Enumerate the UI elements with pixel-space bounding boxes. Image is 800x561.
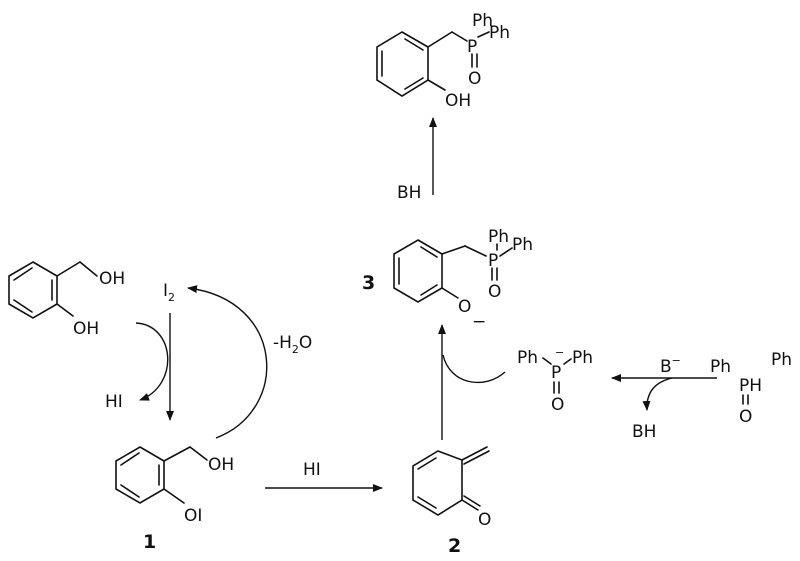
phosphorus-label: P bbox=[551, 363, 561, 383]
negative-charge: − bbox=[472, 312, 486, 332]
carbonyl-o-label: O bbox=[478, 510, 491, 530]
diphenylphosphine-oxide-structure: Ph PH Ph O bbox=[710, 350, 792, 427]
oxygen-label: O bbox=[551, 395, 564, 415]
oxygen-label: O bbox=[468, 69, 481, 89]
phenyl-label: Ph bbox=[710, 357, 731, 377]
phenyl-label: Ph bbox=[489, 23, 510, 43]
phenyl-label: Ph bbox=[472, 11, 493, 31]
phenyl-label: Ph bbox=[517, 348, 538, 368]
ph-group-label: PH bbox=[739, 376, 762, 396]
phenyl-label: Ph bbox=[771, 350, 792, 370]
compound-2-label: 2 bbox=[448, 535, 461, 557]
oxygen-label: O bbox=[488, 282, 501, 302]
hi-release-curved-arrow bbox=[135, 322, 169, 401]
phosphorus-label: P bbox=[467, 37, 477, 57]
oxygen-label: O bbox=[739, 407, 752, 427]
oh-label: OH bbox=[73, 319, 99, 339]
oh-label: OH bbox=[445, 91, 471, 111]
phenyl-label: Ph bbox=[488, 227, 509, 247]
compound-3-label: 3 bbox=[362, 272, 375, 294]
compound-3-structure: Ph Ph P O O − 3 bbox=[362, 227, 533, 332]
oh-label: OH bbox=[99, 269, 125, 289]
phosphorus-label: P bbox=[488, 251, 498, 271]
bh-label: BH bbox=[632, 422, 656, 442]
salicyl-alcohol-structure: OH OH bbox=[8, 261, 125, 339]
phenyl-label: Ph bbox=[572, 348, 593, 368]
nucleophile-curved-arrow bbox=[442, 354, 506, 384]
iodine-recycle-arc-arrow bbox=[187, 285, 268, 439]
base-label: B− bbox=[660, 354, 681, 377]
product-structure: Ph Ph P O OH bbox=[376, 11, 510, 111]
compound-1-label: 1 bbox=[143, 531, 156, 553]
phenoxide-o-label: O bbox=[458, 297, 471, 317]
phenyl-label: Ph bbox=[512, 235, 533, 255]
minus-water-label: -H2O bbox=[273, 333, 312, 356]
bh-release-curved-arrow bbox=[642, 377, 673, 411]
bh-label: BH bbox=[397, 183, 421, 203]
compound-1-structure: OH OI 1 bbox=[115, 446, 234, 553]
iodine-reagent: I2 bbox=[163, 281, 175, 304]
oi-label: OI bbox=[184, 506, 202, 526]
negative-charge: − bbox=[555, 346, 564, 359]
phosphinite-anion-structure: Ph P − Ph O bbox=[517, 346, 593, 415]
compound-2-structure: O 2 bbox=[412, 446, 491, 557]
oh-label: OH bbox=[208, 455, 234, 475]
hi-byproduct-label: HI bbox=[105, 392, 123, 412]
hi-reagent-label: HI bbox=[303, 460, 321, 480]
